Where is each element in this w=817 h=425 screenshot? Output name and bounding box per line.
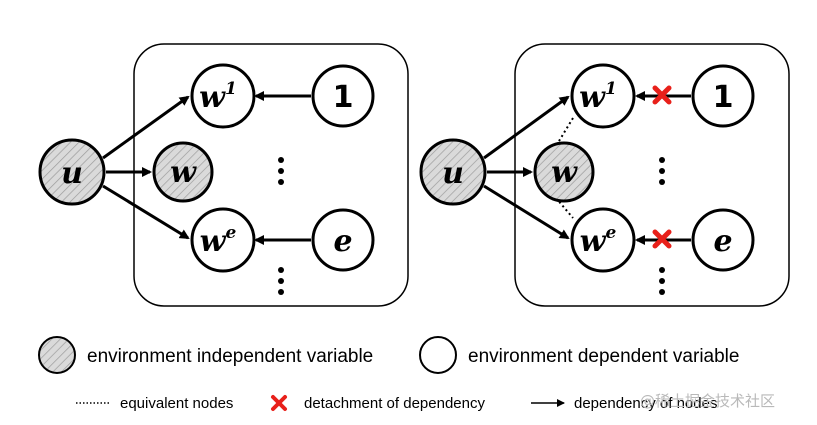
legend-detachment-swatch bbox=[271, 395, 287, 411]
left-node-w1 bbox=[190, 63, 256, 129]
right-node-we-base: w bbox=[580, 224, 607, 259]
right-panel: u w w1 we 1 e bbox=[419, 43, 790, 307]
right-node-w1-sup: 1 bbox=[605, 79, 617, 99]
right-environment-box bbox=[514, 43, 790, 307]
watermark: @稀土掘金技术社区 bbox=[640, 392, 775, 410]
left-node-u bbox=[38, 138, 106, 206]
right-node-u-label: u bbox=[442, 156, 464, 191]
legend-dependency-label: dependency of nodes bbox=[574, 395, 717, 412]
right-node-w1-base: w bbox=[579, 80, 606, 115]
right-node-e-label: e bbox=[713, 224, 732, 259]
left-node-e bbox=[311, 208, 375, 272]
right-equivalence-line-bottom bbox=[555, 197, 574, 219]
left-ellipsis-middle bbox=[278, 157, 284, 185]
left-node-we-base: w bbox=[200, 224, 227, 259]
right-node-we-label: we bbox=[580, 223, 617, 259]
right-detach-mark-top bbox=[652, 85, 672, 105]
left-panel: u w w1 we 1 e bbox=[38, 43, 409, 307]
left-node-w1-sup: 1 bbox=[225, 79, 237, 99]
left-node-1 bbox=[311, 64, 375, 128]
legend-independent-swatch bbox=[38, 336, 76, 374]
left-node-w-label: w bbox=[170, 155, 197, 190]
right-node-1-label: 1 bbox=[713, 80, 734, 115]
left-arrow-u-to-we bbox=[102, 184, 190, 240]
left-ellipsis-bottom bbox=[278, 267, 284, 295]
left-arrow-u-to-w1 bbox=[102, 95, 190, 160]
legend-independent-label: environment independent variable bbox=[87, 346, 373, 367]
right-detach-mark-bottom bbox=[652, 229, 672, 249]
legend-equivalent-label: equivalent nodes bbox=[120, 395, 233, 412]
legend-dependent-swatch bbox=[419, 336, 457, 374]
right-node-w-label: w bbox=[551, 155, 578, 190]
left-node-w bbox=[152, 141, 214, 203]
left-node-we bbox=[190, 207, 256, 273]
left-environment-box bbox=[133, 43, 409, 307]
right-equivalence-line-top bbox=[555, 117, 574, 147]
left-node-e-label: e bbox=[333, 224, 352, 259]
legend-detachment-label: detachment of dependency bbox=[304, 395, 485, 412]
right-arrow-u-to-w1 bbox=[483, 95, 570, 160]
right-ellipsis-middle bbox=[659, 157, 665, 185]
right-node-w1-label: w1 bbox=[579, 79, 617, 115]
left-node-u-label: u bbox=[61, 156, 83, 191]
right-node-we bbox=[570, 207, 636, 273]
right-node-1 bbox=[691, 64, 755, 128]
right-node-we-sup: e bbox=[606, 223, 617, 243]
right-ellipsis-bottom bbox=[659, 267, 665, 295]
right-arrow-u-to-we bbox=[483, 184, 570, 240]
right-node-w bbox=[533, 141, 595, 203]
left-node-we-sup: e bbox=[226, 223, 237, 243]
right-node-e bbox=[691, 208, 755, 272]
left-node-w1-label: w1 bbox=[199, 79, 237, 115]
left-node-we-label: we bbox=[200, 223, 237, 259]
left-node-w1-base: w bbox=[199, 80, 226, 115]
legend: environment independent variable environ… bbox=[38, 336, 739, 412]
legend-dependent-label: environment dependent variable bbox=[468, 346, 739, 367]
right-node-u bbox=[419, 138, 487, 206]
left-node-1-label: 1 bbox=[333, 80, 354, 115]
right-node-w1 bbox=[570, 63, 636, 129]
